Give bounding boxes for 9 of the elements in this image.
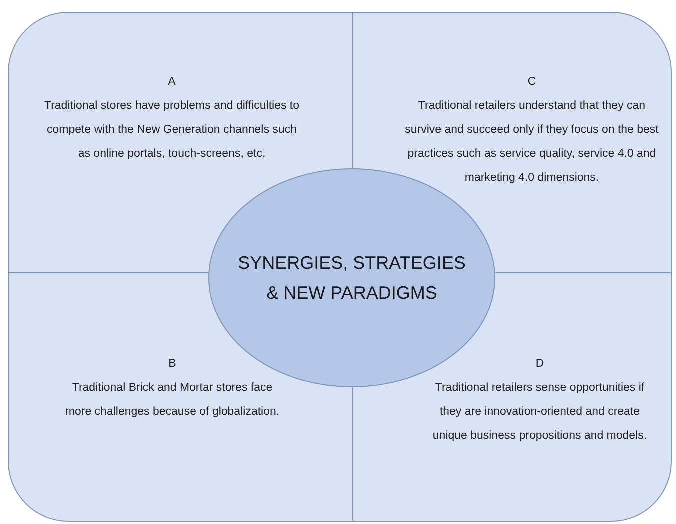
quadrant-text: Traditional retailers sense opportunities if they are innovation-oriented and create unique business propositions and models. [432, 381, 648, 444]
quadrant-letter: B [168, 357, 176, 372]
quadrant-letter: D [536, 357, 544, 372]
quadrant-text: Traditional retailers understand that they can survive and succeed only if they focus on the best practices such as service quality, service 4.0 and marketing 4.0 dimensions. [404, 99, 660, 186]
quadrant-text: Traditional stores have problems and difficulties to compete with the New Generation channels such as online portals, touch-screens, etc. [43, 99, 301, 162]
center-title: SYNERGIES, STRATEGIES & NEW PARADIGMS [237, 252, 467, 305]
quadrant-text: Traditional Brick and Mortar stores face more challenges because of globalization. [64, 381, 281, 420]
quadrant-letter: A [168, 75, 176, 90]
quadrant-letter: C [528, 75, 536, 90]
